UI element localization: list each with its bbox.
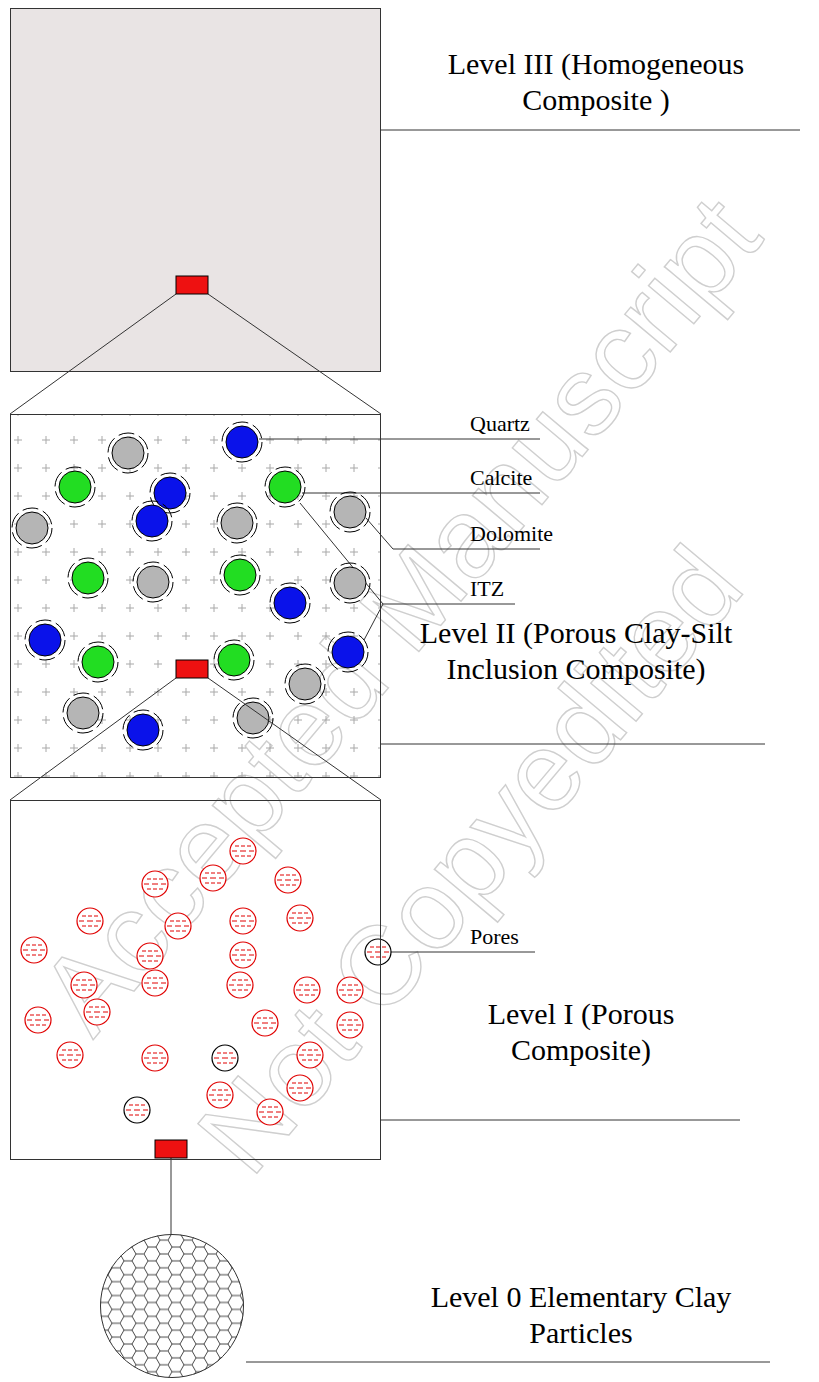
calcite-grain — [214, 640, 254, 680]
clay-aggregate — [230, 838, 256, 864]
level-box: Level II (Porous Clay-Silt Inclusion Com… — [10, 414, 381, 778]
quartz-grain — [132, 501, 172, 541]
clay-aggregate — [337, 1012, 363, 1038]
dolomite-grain — [12, 508, 52, 548]
clay-particle-lattice — [100, 1234, 244, 1378]
mineral-label: Dolomite — [470, 521, 553, 547]
quartz-grain — [222, 422, 262, 462]
homogeneous-fill — [10, 8, 381, 372]
clay-aggregate — [84, 999, 110, 1025]
clay-aggregate — [25, 1007, 51, 1033]
quartz-grain — [328, 632, 368, 672]
clay-aggregate — [252, 1010, 278, 1036]
clay-aggregate — [227, 972, 253, 998]
clay-aggregate — [165, 913, 191, 939]
quartz-grain — [123, 710, 163, 750]
mineral-label: Quartz — [470, 411, 530, 437]
clay-aggregate — [200, 865, 226, 891]
quartz-grain — [270, 583, 310, 623]
clay-aggregate — [257, 1099, 283, 1125]
zoom-lines — [10, 294, 381, 1234]
dolomite-grain — [233, 698, 273, 738]
level-title: Level III (Homogeneous Composite ) — [386, 46, 806, 118]
dolomite-grain — [285, 664, 325, 704]
clay-aggregate — [207, 1082, 233, 1108]
level-title: Level II (Porous Clay-Silt Inclusion Com… — [396, 615, 756, 687]
calcite-grain — [68, 558, 108, 598]
level-circle: Level 0 Elementary Clay Particles — [100, 1234, 244, 1378]
clay-aggregate — [287, 905, 313, 931]
mineral-label: Calcite — [470, 465, 532, 491]
clay-aggregates — [21, 838, 391, 1125]
clay-aggregate — [142, 1045, 168, 1071]
calcite-grain — [78, 642, 118, 682]
zone-label: ITZ — [470, 576, 504, 602]
clay-aggregate — [57, 1042, 83, 1068]
dolomite-grain — [330, 492, 370, 532]
level-title: Level 0 Elementary Clay Particles — [391, 1279, 771, 1351]
clay-aggregate — [142, 970, 168, 996]
pore-label: Pores — [470, 924, 519, 950]
dolomite-grain — [217, 503, 257, 543]
pore — [365, 939, 391, 965]
mineral-grains — [12, 422, 370, 750]
clay-aggregate — [71, 972, 97, 998]
leader-lines — [246, 130, 800, 1362]
quartz-grain — [25, 620, 65, 660]
zoom-markers — [155, 276, 208, 1158]
level-title: Level I (Porous Composite) — [421, 996, 741, 1068]
clay-aggregate — [287, 1075, 313, 1101]
calcite-grain — [220, 555, 260, 595]
clay-aggregate — [297, 1042, 323, 1068]
dolomite-grain — [133, 562, 173, 602]
clay-aggregate — [230, 908, 256, 934]
clay-aggregate — [275, 867, 301, 893]
clay-aggregate — [337, 977, 363, 1003]
pore — [212, 1045, 238, 1071]
level-box: Level III (Homogeneous Composite ) — [10, 8, 381, 372]
clay-aggregate — [142, 871, 168, 897]
calcite-grain — [55, 467, 95, 507]
dolomite-grain — [330, 563, 370, 603]
clay-aggregate — [230, 942, 256, 968]
calcite-grain — [265, 467, 305, 507]
clay-matrix — [10, 414, 381, 778]
pore — [124, 1097, 150, 1123]
clay-aggregate — [77, 908, 103, 934]
clay-aggregate — [294, 977, 320, 1003]
dolomite-grain — [63, 693, 103, 733]
dolomite-grain — [108, 433, 148, 473]
clay-aggregate — [137, 943, 163, 969]
clay-aggregate — [21, 937, 47, 963]
level-box: Level I (Porous Composite) — [10, 800, 381, 1160]
